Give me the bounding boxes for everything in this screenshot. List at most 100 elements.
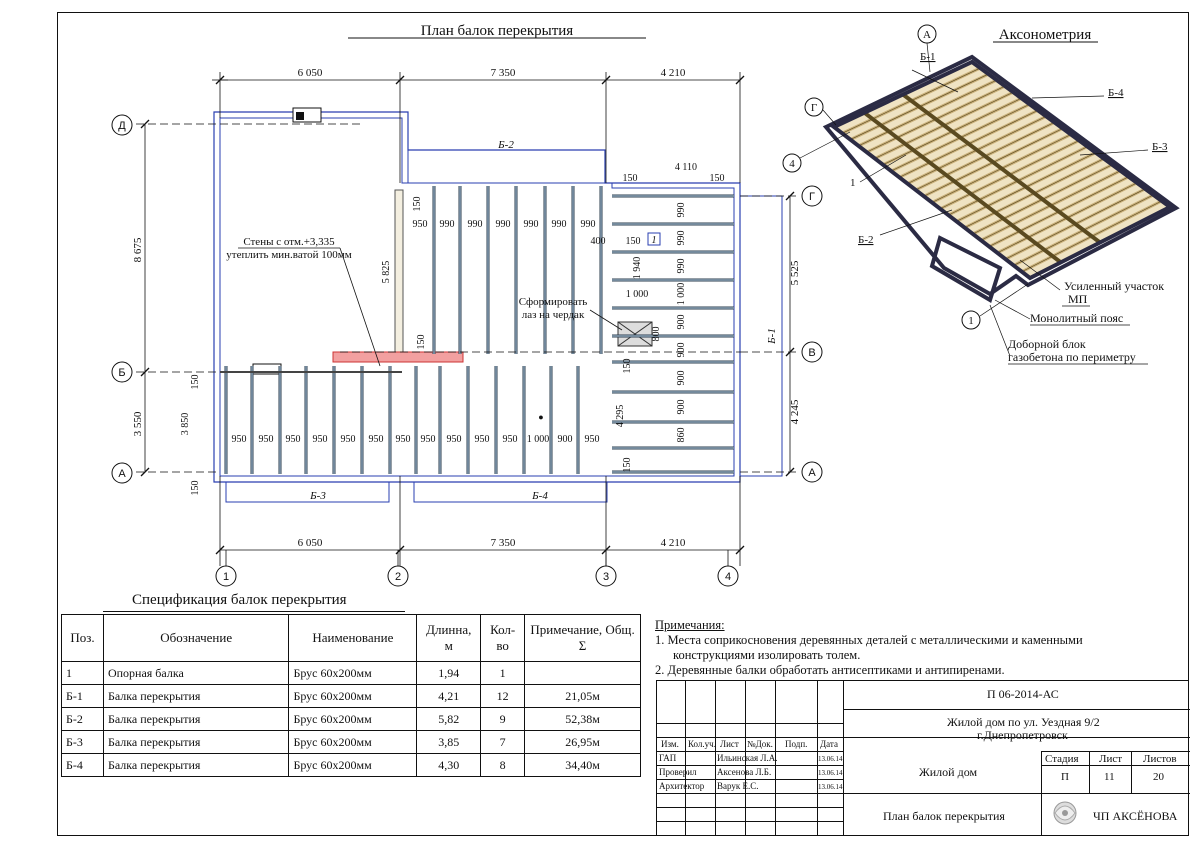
note-1a: 1. Места соприкосновения деревянных дета… [655, 633, 1083, 647]
dim-150-c: 150 [412, 197, 423, 212]
dim-4295: 4 295 [615, 405, 626, 428]
dim-150-f: 150 [622, 359, 633, 374]
stamp-name-gap: Ильинская Л.А. [717, 753, 778, 763]
stamp-sheet: 11 [1104, 771, 1115, 783]
stamp-col-list: Лист [720, 739, 739, 749]
stamp-stage-h: Стадия [1045, 753, 1079, 765]
stamp-name-check: Аксенова Л.Б. [717, 767, 772, 777]
spacing-lower: 900 [558, 434, 573, 445]
axo-label-1: 1 [850, 177, 856, 189]
stamp-stage: П [1061, 771, 1069, 783]
stamp-date-check: 13.06.14 [818, 769, 843, 777]
stamp-col-kolych: Кол.уч. [688, 739, 716, 749]
dim-4110: 4 110 [675, 162, 697, 173]
spec-col-qty: Кол-во [480, 614, 526, 662]
dim-right-1: 5 525 [789, 260, 801, 285]
svg-text:●: ● [538, 412, 543, 422]
spec-cell: Брус 60х200мм [288, 661, 418, 685]
spec-cell: Брус 60х200мм [288, 684, 418, 708]
stamp-col-date: Дата [820, 739, 838, 749]
dim-bottom-2: 7 350 [491, 537, 516, 549]
spacing-upper: 990 [496, 219, 511, 230]
axo-legend-4: Доборной блок [1008, 337, 1086, 351]
spec-cell: 4,21 [416, 684, 482, 708]
dim-bottom-1: 6 050 [298, 537, 323, 549]
dim-bottom-3: 4 210 [661, 537, 686, 549]
spec-cell: 1,94 [416, 661, 482, 685]
axo-label-b1: Б-1 [920, 51, 935, 63]
stamp-object-1: Жилой дом по ул. Уездная 9/2 [947, 715, 1100, 729]
spacing-lower: 950 [341, 434, 356, 445]
axo-title: Аксонометрия [999, 27, 1092, 43]
axis-bubble-letter: Б [118, 367, 125, 379]
notes: Примечания: 1. Места соприкосновения дер… [655, 618, 1175, 678]
axis-bubble-number: 1 [223, 571, 229, 583]
stamp-code: П 06-2014-АС [987, 687, 1059, 701]
spacing-lower: 950 [286, 434, 301, 445]
spec-cell: 3,85 [416, 730, 482, 754]
spacing-lower: 950 [369, 434, 384, 445]
spacing-upper: 990 [552, 219, 567, 230]
axo-axis-4: 4 [789, 158, 795, 170]
spec-cell: 5,82 [416, 707, 482, 731]
stamp-building: Жилой дом [919, 765, 978, 779]
spec-title: Спецификация балок перекрытия [132, 592, 347, 608]
axo-legend-5: газобетона по периметру [1008, 350, 1136, 364]
spec-cell: Балка перекрытия [102, 707, 290, 731]
spacing-lower: 950 [313, 434, 328, 445]
axo-label-b4: Б-4 [1108, 87, 1124, 99]
zone-b4 [413, 481, 608, 503]
spacing-right: 990 [676, 231, 687, 246]
axis-bubble-letter: В [808, 347, 815, 359]
spec-col-length: Длинна, м [416, 614, 482, 662]
notes-header: Примечания: [655, 618, 725, 632]
note-hatch-2: лаз на чердак [522, 309, 585, 321]
axo-axis-g: Г [811, 102, 817, 114]
beam-spacing-dims: 950 990 990 990 990 990 990 950 950 950 950 950 950 9… [232, 203, 688, 446]
dim-400: 400 [591, 236, 606, 247]
spec-cell: 1 [480, 661, 526, 685]
dim-1000: 1 000 [626, 289, 649, 300]
spec-cell: Балка перекрытия [102, 684, 290, 708]
stamp-date-arch: 13.06.14 [818, 783, 843, 791]
spacing-lower: 950 [259, 434, 274, 445]
spacing-lower: 950 [396, 434, 411, 445]
dim-1940: 1 940 [632, 257, 643, 280]
spacing-lower: 1 000 [527, 434, 550, 445]
zone-b1 [739, 195, 783, 477]
axo-legend-3: Монолитный пояс [1030, 311, 1123, 325]
spec-cell: 21,05м [524, 684, 641, 708]
spacing-upper: 990 [581, 219, 596, 230]
axo-legend-1: Усиленный участок [1064, 279, 1164, 293]
dim-150-a: 150 [623, 173, 638, 184]
support-beam-1 [332, 351, 464, 363]
dim-800: 800 [651, 327, 662, 342]
spacing-lower: 950 [503, 434, 518, 445]
dim-left-2: 3 550 [132, 411, 144, 436]
note-hatch-1: Сформировать [519, 296, 588, 308]
spec-cell: Б-4 [61, 753, 104, 777]
spec-cell: Б-1 [61, 684, 104, 708]
building-outline [213, 111, 741, 483]
axis-bubble-number: 2 [395, 571, 401, 583]
spec-cell: 26,95м [524, 730, 641, 754]
note-walls-2: утеплить мин.ватой 100мм [226, 249, 351, 261]
spec-table: Поз. Обозначение Наименование Длинна, м … [61, 614, 641, 777]
dim-150-i: 150 [622, 458, 633, 473]
dim-top-1: 6 050 [298, 67, 323, 79]
axonometry: Аксонометрия А Г 4 1 [782, 24, 1180, 365]
spacing-lower: 950 [585, 434, 600, 445]
spacing-right: 900 [676, 343, 687, 358]
stamp-date-gap: 13.06.14 [818, 755, 843, 763]
tag-b1: Б-1 [766, 328, 778, 345]
spacing-right: 1 000 [676, 283, 687, 306]
stamp-col-izm: Изм. [661, 739, 679, 749]
stamp-sheets-h: Листов [1143, 753, 1177, 765]
spacing-upper: 990 [524, 219, 539, 230]
spec-title-underline [103, 611, 405, 612]
axo-axis-1: 1 [968, 315, 974, 327]
spacing-upper: 990 [468, 219, 483, 230]
spec-cell: Б-3 [61, 730, 104, 754]
